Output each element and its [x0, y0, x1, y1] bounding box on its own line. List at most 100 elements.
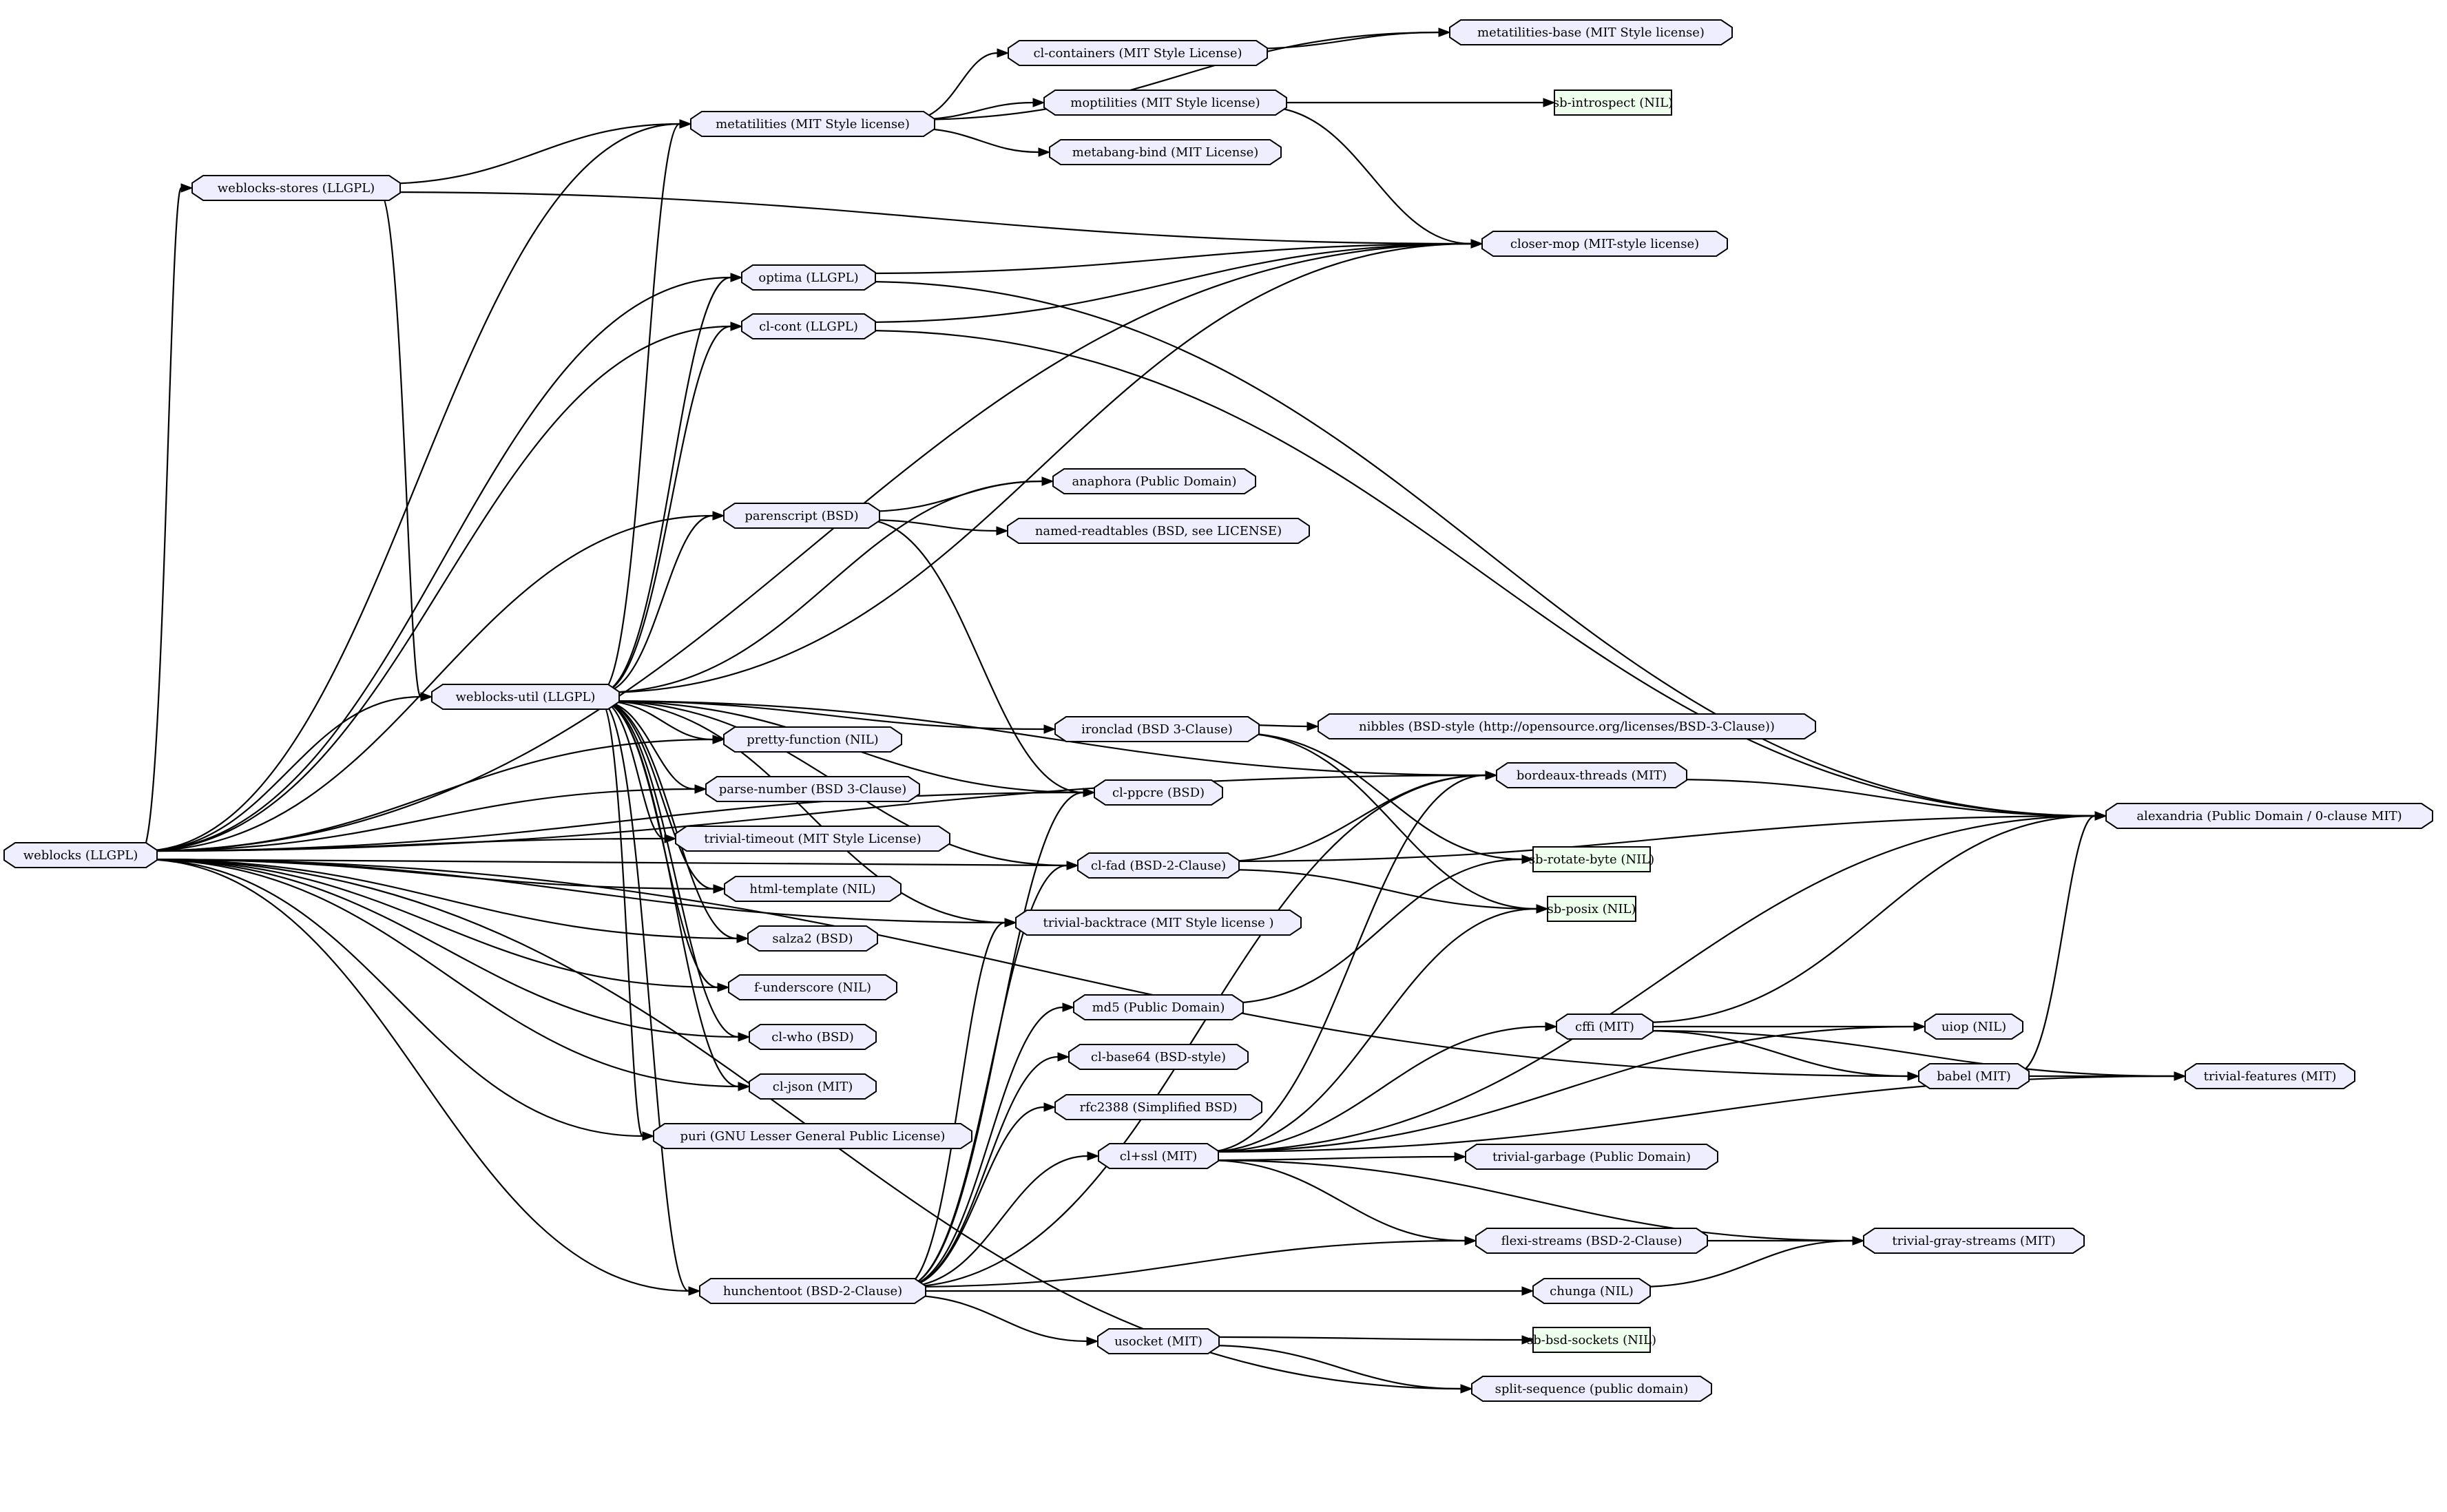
edge-line	[1206, 1075, 2175, 1153]
node-label: weblocks-util (LLGPL)	[456, 690, 596, 704]
edges-layer	[140, 28, 2187, 1394]
edge-moptilities-to-closer-mop	[1262, 105, 1483, 249]
node-label: alexandria (Public Domain / 0-clause MIT…	[2136, 809, 2402, 823]
edge-moptilities-to-sb-introspect	[1262, 98, 1556, 107]
node-label: f-underscore (NIL)	[754, 980, 871, 995]
node-usocket: usocket (MIT)	[1097, 1328, 1220, 1354]
arrowhead-icon	[1470, 239, 1483, 249]
edge-metatilities-to-cl-containers	[910, 48, 1010, 121]
node-label: moptilities (MIT Style license)	[1070, 96, 1260, 110]
node-cl-json: cl-json (MIT)	[749, 1073, 877, 1100]
edge-cl-ssl-to-trivial-garbage	[1206, 1152, 1467, 1162]
node-octagon-shape	[1068, 1044, 1249, 1070]
arrowhead-icon	[1521, 854, 1534, 864]
edge-line	[903, 1155, 1088, 1288]
node-trivial-features: trivial-features (MIT)	[2185, 1063, 2355, 1089]
edge-weblocks-to-babel	[141, 858, 1920, 1081]
node-octagon-shape	[1098, 1143, 1219, 1169]
node-chunga: chunga (NIL)	[1532, 1278, 1651, 1304]
node-octagon-shape	[728, 974, 897, 1000]
edge-weblocks-util-to-closer-mop	[600, 239, 1483, 694]
edge-hunchentoot-to-flexi-streams	[903, 1236, 1477, 1288]
edge-weblocks-to-cl-json	[141, 858, 751, 1091]
node-octagon-shape	[723, 726, 902, 753]
edge-line	[1206, 1159, 1466, 1242]
edge-line	[600, 700, 738, 940]
node-box-shape	[1547, 896, 1636, 922]
node-label: chunga (NIL)	[1550, 1284, 1634, 1299]
node-pretty-function: pretty-function (NIL)	[723, 726, 902, 753]
edge-line	[600, 700, 1486, 777]
node-label: named-readtables (BSD, see LICENSE)	[1035, 524, 1282, 538]
edge-cl-ssl-to-sb-posix	[1206, 904, 1549, 1153]
arrowhead-icon	[1062, 1002, 1075, 1012]
node-octagon-shape	[699, 1278, 926, 1304]
edge-ironclad-to-sb-rotate-byte	[1238, 732, 1534, 864]
arrowhead-icon	[1086, 1336, 1099, 1346]
arrowhead-icon	[2094, 811, 2107, 821]
edge-line	[910, 31, 1439, 121]
edge-line	[600, 700, 739, 1088]
edge-line	[862, 329, 2096, 817]
node-octagon-shape	[1532, 1278, 1651, 1304]
arrowhead-icon	[1464, 1236, 1477, 1246]
edge-line	[600, 242, 1472, 694]
edge-line	[600, 123, 680, 694]
node-octagon-shape	[1094, 779, 1223, 806]
node-octagon-shape	[705, 776, 920, 802]
edge-line	[141, 242, 1472, 852]
edge-line	[862, 280, 2096, 817]
edge-line	[1206, 1155, 1455, 1162]
arrowhead-icon	[688, 1286, 701, 1296]
node-metatilities: metatilities (MIT Style license)	[690, 111, 935, 137]
node-hunchentoot: hunchentoot (BSD-2-Clause)	[699, 1278, 926, 1304]
edge-line	[141, 858, 738, 940]
edge-line	[1643, 1029, 2175, 1078]
node-label: rfc2388 (Simplified BSD)	[1079, 1100, 1237, 1115]
arrowhead-icon	[1041, 476, 1054, 486]
edge-parenscript-to-anaphora	[864, 476, 1054, 513]
edge-hunchentoot-to-usocket	[903, 1294, 1099, 1346]
node-octagon-shape	[690, 111, 935, 137]
edge-line	[141, 858, 739, 1038]
arrowhead-icon	[679, 119, 692, 129]
edge-hunchentoot-to-cl-ppcre	[903, 788, 1096, 1288]
edge-weblocks-util-to-cl-who	[600, 700, 751, 1042]
node-label: split-sequence (public domain)	[1495, 1382, 1689, 1396]
node-cl-ppcre: cl-ppcre (BSD)	[1094, 779, 1223, 806]
edge-line	[903, 921, 1006, 1288]
edge-hunchentoot-to-trivial-backtrace	[903, 918, 1017, 1288]
arrowhead-icon	[2174, 1071, 2187, 1081]
arrowhead-icon	[1057, 1052, 1070, 1062]
edge-weblocks-util-to-html-template	[600, 700, 726, 894]
arrowhead-icon	[1032, 98, 1045, 107]
edge-line	[379, 123, 680, 185]
node-optima: optima (LLGPL)	[741, 264, 876, 291]
edge-line	[379, 191, 1472, 245]
edge-weblocks-to-optima	[141, 273, 743, 852]
node-label: optima (LLGPL)	[758, 271, 858, 285]
edge-hunchentoot-to-cl-ssl	[903, 1151, 1100, 1288]
edge-line	[141, 788, 696, 852]
edge-line	[1226, 858, 1523, 1005]
node-trivial-gray-streams: trivial-gray-streams (MIT)	[1863, 1228, 2085, 1254]
node-label: cl-json (MIT)	[773, 1080, 853, 1094]
node-octagon-shape	[1073, 994, 1244, 1020]
node-md5: md5 (Public Domain)	[1073, 994, 1244, 1020]
arrowhead-icon	[712, 735, 725, 744]
node-octagon-shape	[1556, 1014, 1654, 1040]
edge-line	[141, 123, 680, 852]
node-label: uiop (NIL)	[1941, 1020, 2006, 1034]
edge-weblocks-to-metatilities	[141, 119, 692, 852]
edge-cl-fad-to-sb-posix	[1222, 868, 1549, 914]
edge-line	[903, 1006, 1063, 1288]
node-octagon-shape	[1052, 468, 1256, 494]
arrowhead-icon	[1083, 788, 1096, 797]
node-octagon-shape	[741, 313, 876, 339]
edge-line	[141, 858, 643, 1137]
node-octagon-shape	[741, 264, 876, 291]
edge-cl-ssl-to-cffi	[1206, 1022, 1558, 1153]
edge-line	[1206, 907, 1537, 1153]
edge-line	[141, 858, 689, 1292]
